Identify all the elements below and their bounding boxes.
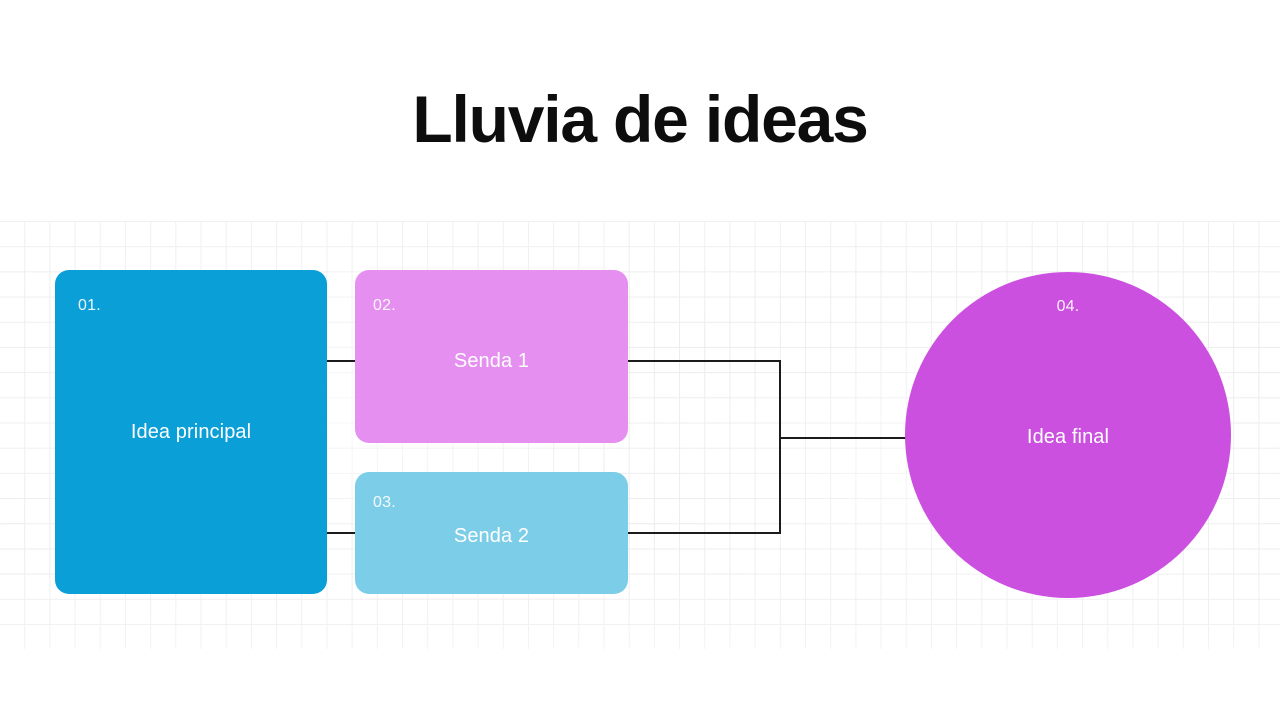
node-title-text: Idea principal	[130, 421, 252, 443]
diagram-grid-canvas: 01. Idea principal 02. Senda 1 03. Senda…	[0, 221, 1280, 649]
page-title: Lluvia de ideas	[412, 82, 868, 156]
connector-vertical-merge	[779, 360, 781, 534]
node-idea-final[interactable]: 04. Idea final	[905, 272, 1231, 598]
node-title-text: Senda 1	[453, 350, 530, 372]
connector-merge-to-final	[779, 437, 907, 439]
node-number-label: 04.	[1056, 298, 1080, 315]
node-number-label: 02.	[373, 297, 396, 314]
node-title-text: Senda 2	[453, 525, 530, 547]
node-senda-1[interactable]: 02. Senda 1	[355, 270, 628, 443]
node-title-text: Idea final	[1026, 426, 1110, 448]
node-number-label: 03.	[373, 494, 396, 511]
node-number-label: 01.	[78, 297, 101, 314]
node-senda-2[interactable]: 03. Senda 2	[355, 472, 628, 594]
node-idea-principal[interactable]: 01. Idea principal	[55, 270, 327, 594]
